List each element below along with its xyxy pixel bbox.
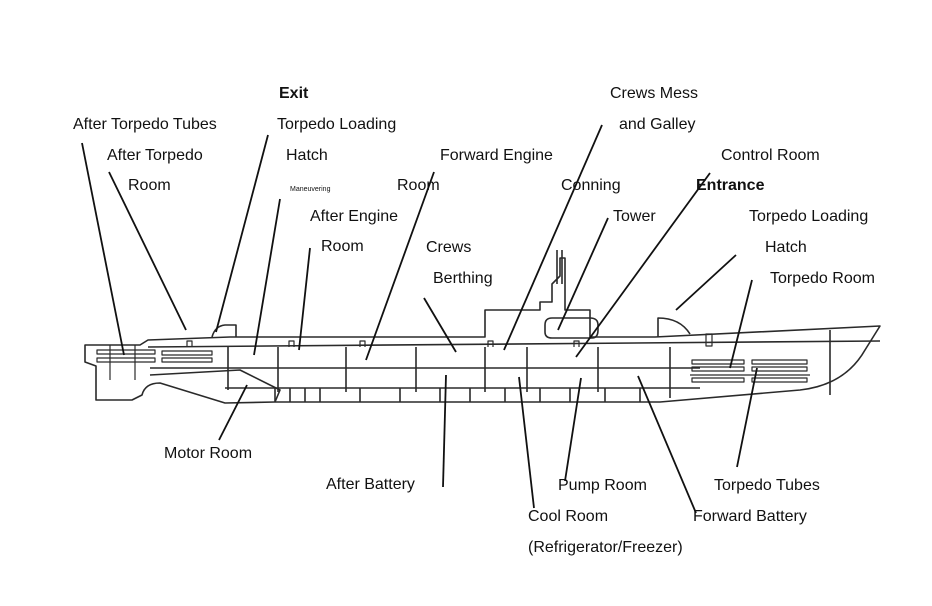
leader-control-room	[575, 172, 711, 358]
label-control-room: Control Room	[721, 147, 820, 164]
label-crews-berthing-line2: Berthing	[433, 270, 493, 287]
upper-deck	[147, 340, 881, 348]
label-forward-engine-room-line2: Room	[397, 177, 440, 194]
label-entrance: Entrance	[696, 177, 765, 194]
leader-aft-loading-hatch	[215, 134, 269, 333]
deck-hatches	[186, 333, 713, 347]
leader-forward-engine-room	[365, 171, 435, 361]
label-fwd-torpedo-loading-hatch-line2: Hatch	[765, 239, 807, 256]
label-crews-mess-line1: Crews Mess	[610, 85, 699, 102]
label-after-battery: After Battery	[326, 476, 415, 493]
label-conning-tower-line1: Conning	[561, 177, 621, 194]
stern-contour	[149, 369, 281, 403]
hull-outline	[84, 257, 881, 404]
submarine-hull	[84, 250, 881, 404]
label-aft-torpedo-loading-hatch-line2: Hatch	[286, 147, 328, 164]
label-conning-tower-line2: Tower	[613, 208, 656, 225]
aft-torpedo-tubes	[96, 345, 213, 380]
leader-after-engine-room	[298, 247, 311, 351]
label-forward-engine-room-line1: Forward Engine	[440, 147, 553, 164]
label-torpedo-tubes: Torpedo Tubes	[714, 477, 820, 494]
leader-conning-tower	[557, 217, 609, 331]
label-cool-room-line2: (Refrigerator/Freezer)	[528, 539, 683, 556]
conning-tower-chamber	[544, 317, 599, 339]
label-aft-torpedo-loading-hatch-line1: Torpedo Loading	[277, 116, 397, 133]
label-forward-battery: Forward Battery	[693, 508, 807, 525]
label-after-engine-room-line2: Room	[321, 238, 364, 255]
leader-torpedo-room	[729, 279, 753, 369]
label-after-engine-room-line1: After Engine	[310, 208, 399, 225]
label-after-torpedo-room-line2: Room	[128, 177, 171, 194]
label-fwd-torpedo-loading-hatch-line1: Torpedo Loading	[749, 208, 869, 225]
label-maneuvering: Maneuvering	[290, 186, 331, 193]
label-exit: Exit	[279, 85, 309, 102]
fwd-hatch-fairing	[657, 317, 691, 337]
forward-torpedo-tubes	[690, 359, 810, 383]
label-after-torpedo-tubes: After Torpedo Tubes	[73, 116, 217, 133]
label-pump-room: Pump Room	[558, 477, 647, 494]
label-after-torpedo-room-line1: After Torpedo	[107, 147, 203, 164]
leader-crews-mess	[503, 124, 603, 351]
aft-hatch-fairing	[211, 324, 237, 338]
leader-motor-room	[218, 384, 248, 441]
leader-pump-room	[564, 377, 582, 482]
battery-cells	[274, 388, 641, 402]
leader-maneuvering	[253, 198, 281, 356]
leader-after-battery	[442, 374, 447, 488]
leader-forward-battery	[637, 375, 697, 514]
label-cool-room-line1: Cool Room	[528, 508, 609, 525]
bulkheads	[227, 330, 831, 398]
label-crews-mess-line2: and Galley	[619, 116, 696, 133]
label-crews-berthing-line1: Crews	[426, 239, 472, 256]
leader-crews-berthing	[423, 297, 457, 353]
label-torpedo-room: Torpedo Room	[770, 270, 875, 287]
leader-torpedo-tubes	[736, 367, 758, 468]
leader-after-torpedo-tubes	[81, 142, 125, 356]
leader-cool-room	[518, 376, 535, 509]
leader-after-torpedo-room	[108, 171, 187, 331]
leader-fwd-loading-hatch	[675, 254, 737, 311]
leader-lines	[81, 124, 758, 514]
label-motor-room: Motor Room	[164, 445, 253, 462]
